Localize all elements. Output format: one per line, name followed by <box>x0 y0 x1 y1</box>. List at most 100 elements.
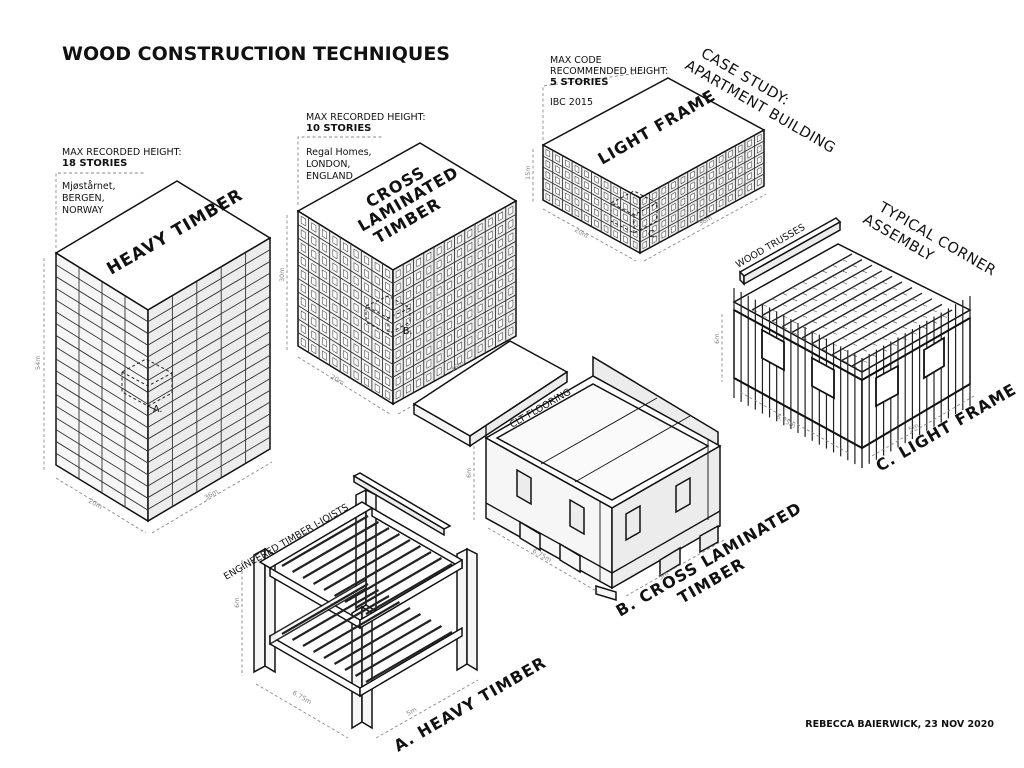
facade-window <box>488 324 493 335</box>
facade-line <box>841 360 848 363</box>
facade-window <box>322 242 327 253</box>
facade-window <box>374 315 380 327</box>
facade-line <box>811 343 818 346</box>
facade-window <box>477 303 483 314</box>
facade-window <box>300 269 306 281</box>
facade-window <box>322 323 327 334</box>
facade-window <box>467 228 473 239</box>
facade-line <box>781 315 788 318</box>
facade-window <box>353 302 359 313</box>
facade-window <box>477 343 483 354</box>
facade-line <box>147 436 271 510</box>
facade-window <box>477 263 483 273</box>
facade-window <box>545 170 551 180</box>
facade-window <box>322 255 327 267</box>
assembly-c-dim-height: 6m <box>713 334 721 344</box>
facade-window <box>603 213 609 223</box>
facade-window <box>565 159 570 169</box>
facade-line <box>771 298 778 302</box>
facade-window <box>322 282 327 294</box>
facade-window <box>343 350 348 361</box>
facade-line <box>801 292 808 296</box>
facade-window <box>447 347 452 358</box>
light-frame-height-value: 5 STORIES <box>550 77 608 88</box>
facade-line <box>841 304 848 307</box>
facade-line <box>911 320 918 324</box>
facade-window <box>322 350 327 361</box>
facade-window <box>374 275 380 286</box>
assembly-c-dim-a: 6.75m <box>775 413 797 430</box>
facade-window <box>661 186 667 195</box>
facade-line <box>147 354 271 428</box>
facade-line <box>333 613 422 665</box>
facade-line <box>297 291 394 352</box>
facade-line <box>791 320 798 324</box>
facade-window <box>385 376 391 387</box>
facade-line <box>365 631 453 683</box>
facade-line <box>851 298 858 302</box>
facade-line <box>841 348 848 352</box>
facade-line <box>801 281 808 285</box>
facade-window <box>300 229 306 240</box>
facade-window <box>642 229 647 239</box>
facade-line <box>891 287 898 290</box>
facade-window <box>623 202 628 211</box>
facade-window <box>436 353 442 363</box>
facade-line <box>851 343 858 346</box>
facade-window <box>457 301 462 312</box>
facade-window <box>385 362 391 374</box>
facade-line <box>851 320 858 324</box>
facade-window <box>477 276 483 287</box>
facade-window <box>623 213 628 222</box>
facade-window <box>632 196 638 206</box>
facade-line <box>831 309 838 313</box>
facade-window <box>364 363 369 374</box>
facade-window <box>508 219 514 229</box>
facade-line <box>861 281 868 285</box>
facade-window <box>467 268 473 279</box>
facade-window <box>353 275 359 286</box>
facade-window <box>477 249 483 260</box>
heavy-timber-height-caption: MAX RECORDED HEIGHT: <box>62 147 182 158</box>
facade-window <box>343 309 348 320</box>
facade-window <box>332 357 338 368</box>
facade-window <box>406 263 411 274</box>
facade-window <box>737 166 743 175</box>
facade-window <box>757 144 762 154</box>
facade-window <box>343 323 348 334</box>
facade-window <box>498 224 503 235</box>
facade-window <box>385 349 391 360</box>
facade-window <box>353 343 359 354</box>
facade-window <box>555 198 560 207</box>
facade-line <box>821 292 828 296</box>
facade-window <box>757 133 762 143</box>
clt-dim-height: 30m <box>278 267 286 282</box>
facade-window <box>584 192 589 201</box>
facade-line <box>791 287 798 290</box>
facade-window <box>364 322 369 334</box>
facade-window <box>457 314 462 325</box>
clt-dim-depth: 20m <box>329 373 346 387</box>
assembly-clt: CLT FLOORING B. CROSS LAMINATED TIMBER 6… <box>412 340 805 620</box>
facade-line <box>297 332 394 392</box>
facade-window <box>467 255 473 266</box>
facade-window <box>457 234 462 245</box>
facade-window <box>343 269 348 280</box>
facade-window <box>584 203 589 212</box>
facade-window <box>757 155 762 165</box>
facade-line <box>861 360 868 363</box>
facade-window <box>385 308 391 320</box>
facade-line <box>354 625 443 677</box>
clt-height-value: 10 STORIES <box>306 123 371 134</box>
facade-window <box>603 202 609 212</box>
facade-window <box>488 217 493 228</box>
facade-window <box>709 171 714 180</box>
facade-line <box>147 425 271 498</box>
facade-window <box>311 303 317 314</box>
facade-line <box>791 298 798 302</box>
facade-window <box>353 356 359 367</box>
facade-window <box>671 224 676 234</box>
facade-window <box>699 187 705 196</box>
facade-window <box>555 165 560 174</box>
facade-window <box>395 295 401 306</box>
